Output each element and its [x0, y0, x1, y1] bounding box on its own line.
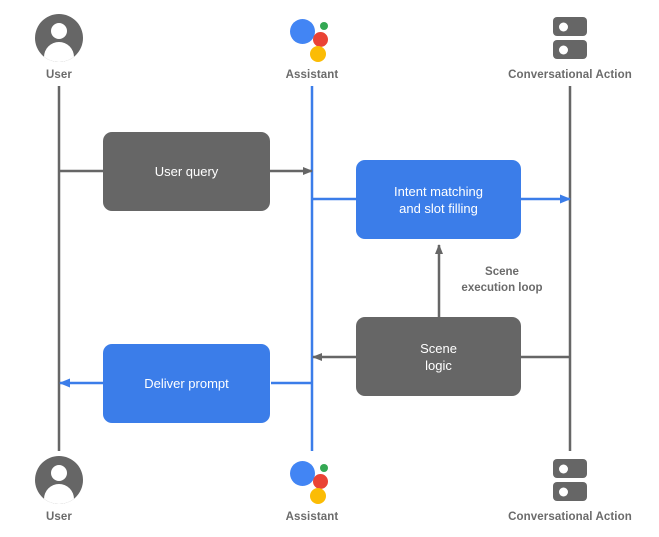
server-led-bottom: [559, 45, 568, 54]
server-led-top: [559, 22, 568, 31]
actor-label-user-top: User: [46, 69, 72, 81]
actor-label-conversational-action-top: Conversational Action: [508, 69, 632, 81]
assistant-dot-red: [313, 32, 328, 47]
actor-label-assistant-bottom: Assistant: [285, 511, 339, 523]
box-intent-matching-label-line2: and slot filling: [399, 200, 478, 216]
box-user-query: User query: [103, 132, 270, 211]
box-scene-logic: Scene logic: [356, 317, 521, 396]
assistant-dot-red: [313, 474, 328, 489]
server-led-top: [559, 464, 568, 473]
server-led-bottom: [559, 487, 568, 496]
server-rack-top: [553, 17, 587, 36]
annotation-scene-execution-loop-line1: Scene: [485, 266, 519, 278]
avatar-head: [51, 465, 67, 481]
assistant-dot-green: [320, 464, 328, 472]
user-avatar-icon: [35, 456, 83, 504]
actor-conversational-action-bottom: Conversational Action: [470, 456, 659, 523]
avatar-head: [51, 23, 67, 39]
server-icon: [546, 14, 594, 62]
actor-assistant-top: Assistant: [212, 14, 412, 81]
box-scene-logic-label-line2: logic: [425, 357, 452, 373]
avatar-body: [44, 484, 74, 504]
server-icon: [546, 456, 594, 504]
box-intent-matching-and-slot-filling: Intent matching and slot filling: [356, 160, 521, 239]
annotation-scene-execution-loop-line2: execution loop: [461, 282, 543, 294]
google-assistant-icon: [288, 456, 336, 504]
google-assistant-icon: [288, 14, 336, 62]
server-rack-bottom: [553, 482, 587, 501]
box-intent-matching-label-line1: Intent matching: [394, 183, 483, 199]
box-user-query-label: User query: [154, 164, 219, 179]
box-deliver-prompt-label: Deliver prompt: [144, 376, 229, 391]
avatar-body: [44, 42, 74, 62]
actor-conversational-action-top: Conversational Action: [470, 14, 659, 81]
server-rack-bottom: [553, 40, 587, 59]
actor-user-bottom: User: [0, 456, 159, 523]
user-avatar-icon: [35, 14, 83, 62]
assistant-dot-blue: [290, 461, 315, 486]
assistant-dot-green: [320, 22, 328, 30]
actor-user-top: User: [0, 14, 159, 81]
assistant-dot-yellow: [310, 488, 326, 504]
box-deliver-prompt: Deliver prompt: [103, 344, 270, 423]
assistant-dot-blue: [290, 19, 315, 44]
annotation-scene-execution-loop: Scene execution loop: [437, 264, 567, 296]
server-rack-top: [553, 459, 587, 478]
assistant-dot-yellow: [310, 46, 326, 62]
actor-assistant-bottom: Assistant: [212, 456, 412, 523]
actor-label-conversational-action-bottom: Conversational Action: [508, 511, 632, 523]
actor-label-assistant-top: Assistant: [285, 69, 339, 81]
actor-label-user-bottom: User: [46, 511, 72, 523]
box-scene-logic-label-line1: Scene: [420, 340, 457, 356]
